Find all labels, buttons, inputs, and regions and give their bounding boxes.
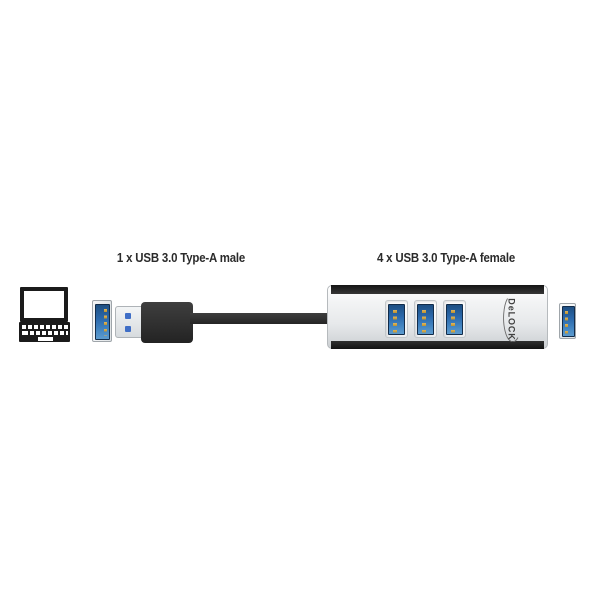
usb-gold-pins bbox=[103, 309, 107, 336]
usb-gold-pins bbox=[422, 310, 426, 334]
usb-contact-window bbox=[125, 326, 131, 332]
usb-contact-window bbox=[125, 313, 131, 319]
usb-port-cavity bbox=[388, 304, 405, 335]
usb-gold-pins bbox=[564, 311, 568, 335]
usb-port-cavity bbox=[95, 304, 110, 340]
usb-male-metal-shell bbox=[115, 306, 142, 338]
laptop-keys-row bbox=[22, 331, 68, 335]
logo-swoosh bbox=[503, 298, 519, 342]
usb-port-cavity bbox=[562, 306, 575, 337]
delock-logo: DeLOCK bbox=[503, 298, 519, 342]
usb-port-cavity bbox=[446, 304, 463, 335]
hub-usb-port-3 bbox=[443, 300, 466, 338]
hub-top-strip bbox=[331, 285, 544, 294]
male-connector-label: 1 x USB 3.0 Type-A male bbox=[116, 250, 246, 265]
female-ports-label: 4 x USB 3.0 Type-A female bbox=[376, 250, 516, 265]
usb-cable bbox=[190, 313, 330, 324]
usb-gold-pins bbox=[393, 310, 397, 334]
hub-usb-port-2 bbox=[414, 300, 437, 338]
hub-usb-port-1 bbox=[385, 300, 408, 338]
usb-3-female-connector-icon bbox=[92, 300, 112, 342]
usb-gold-pins bbox=[451, 310, 455, 334]
usb-male-overmold bbox=[141, 302, 193, 343]
hub-bottom-strip bbox=[331, 341, 544, 349]
laptop-keyboard bbox=[19, 322, 70, 342]
laptop-keys-row bbox=[22, 325, 68, 329]
usb-hub-icon: DeLOCK bbox=[327, 285, 548, 349]
hub-usb-port-4 bbox=[559, 303, 576, 339]
delock-logo-text: DeLOCK bbox=[506, 298, 516, 340]
usb-port-cavity bbox=[417, 304, 434, 335]
laptop-trackpad bbox=[38, 336, 53, 341]
laptop-screen bbox=[20, 287, 68, 322]
